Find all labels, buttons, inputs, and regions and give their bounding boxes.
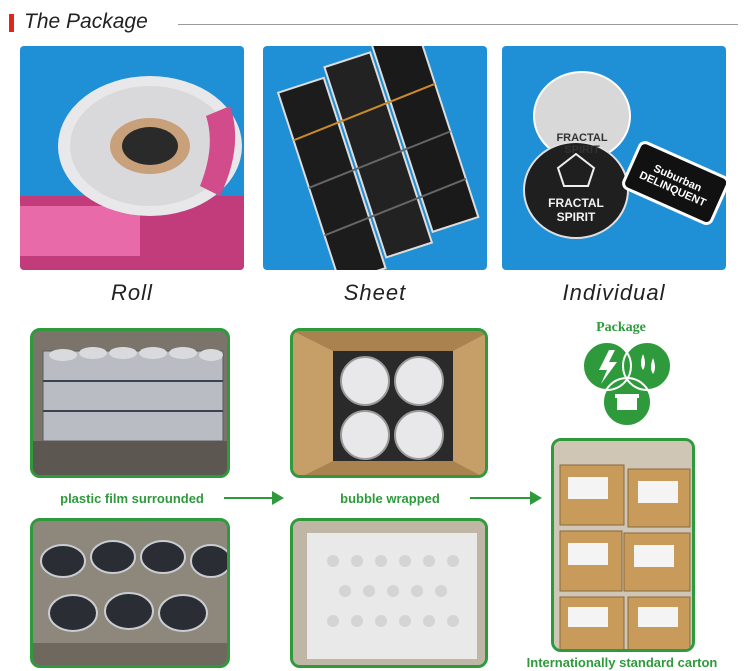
roll-caption: Roll: [111, 280, 153, 305]
bubble-wrapped-box-photo: [290, 328, 488, 478]
package-label: Package: [596, 320, 646, 335]
carton-stack-photo: [551, 438, 695, 652]
roll-image: [20, 46, 244, 270]
header-divider: [178, 24, 738, 25]
plastic-film-photo: [30, 328, 230, 478]
bubble-wrap-closeup-photo: [290, 518, 488, 668]
bubble-wrapped-label: bubble wrapped: [340, 491, 440, 506]
sheet-caption: Sheet: [343, 280, 407, 305]
package-icon: [579, 340, 675, 430]
plastic-film-rolls-photo: [30, 518, 230, 668]
individual-logo-text-bottom: FRACTAL SPIRIT: [548, 196, 604, 224]
page-title: The Package: [24, 10, 148, 33]
arrow-icon: [470, 491, 542, 505]
individual-image: FRACTAL SPIRIT FRACTAL SPIRIT Suburban D…: [502, 46, 726, 270]
header-accent-bar: [9, 14, 14, 32]
individual-logo-text-top: FRACTAL SPIRIT: [556, 132, 608, 156]
carton-label: Internationally standard carton: [526, 655, 718, 670]
arrow-icon: [224, 491, 284, 505]
individual-caption: Individual: [562, 280, 666, 305]
sheet-image: [263, 46, 487, 270]
plastic-film-label: plastic film surrounded: [60, 491, 204, 506]
